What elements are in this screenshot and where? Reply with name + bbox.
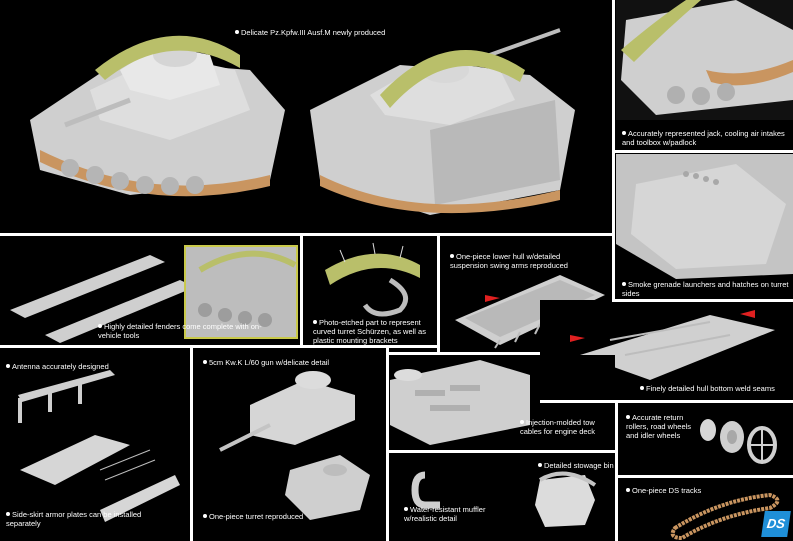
tracks-render <box>670 492 780 541</box>
fenders-render <box>10 245 298 343</box>
bullet-icon <box>622 282 626 286</box>
divider-rollers-left <box>615 403 618 541</box>
engine-deck-render <box>390 360 530 445</box>
bullet-icon <box>622 131 626 135</box>
divider-main-right <box>612 0 615 300</box>
lower-hull-render <box>455 275 605 349</box>
caption-fenders: Highly detailed fenders come complete wi… <box>98 322 268 340</box>
caption-photoetch: Photo-etched part to represent curved tu… <box>313 318 433 345</box>
caption-turret: One-piece turret reproduced <box>203 512 373 521</box>
caption-main-text: Delicate Pz.Kpfw.III Ausf.M newly produc… <box>241 28 386 37</box>
divider-turret-tow <box>386 348 389 541</box>
bullet-icon <box>6 512 10 516</box>
caption-turret-text: One-piece turret reproduced <box>209 512 304 521</box>
panel-antenna: Antenna accurately designed Side-skirt a… <box>0 350 190 541</box>
bullet-icon <box>450 254 454 258</box>
bullet-icon <box>203 514 207 518</box>
arrow-icon <box>570 335 585 342</box>
bullet-icon <box>313 320 317 324</box>
bullet-icon <box>626 415 630 419</box>
muffler-stowage-render <box>411 471 597 527</box>
caption-sideskirt-text: Side-skirt armor plates can be installed… <box>6 510 142 528</box>
caption-rollers-text: Accurate return rollers, road wheels and… <box>626 413 692 440</box>
caption-gun-text: 5cm Kw.K L/60 gun w/delicate detail <box>209 358 330 367</box>
arrow-icon <box>485 295 500 302</box>
ds-logo: DS <box>761 511 791 537</box>
bullet-icon <box>98 324 102 328</box>
tank-renders-main <box>30 28 575 215</box>
caption-sideskirt: Side-skirt armor plates can be installed… <box>6 510 176 528</box>
divider-weld-bottom <box>540 400 793 403</box>
bullet-icon <box>626 488 630 492</box>
caption-antenna: Antenna accurately designed <box>6 362 176 371</box>
bullet-icon <box>6 364 10 368</box>
tank-right-render <box>310 28 575 215</box>
caption-weld-text: Finely detailed hull bottom weld seams <box>646 384 775 393</box>
wheels-render <box>700 419 777 464</box>
panel-jack: Accurately represented jack, cooling air… <box>616 0 793 150</box>
caption-fenders-text: Highly detailed fenders come complete wi… <box>98 322 262 340</box>
caption-tracks-text: One-piece DS tracks <box>632 486 702 495</box>
bullet-icon <box>203 360 207 364</box>
bullet-icon <box>520 420 524 424</box>
caption-muffler-text: Water-resistant muffler w/realistic deta… <box>404 505 486 523</box>
divider-rollers-tracks <box>618 475 793 478</box>
divider-main-bottom <box>0 233 612 236</box>
divider-antenna-turret <box>190 348 193 541</box>
panel-photoetch: Photo-etched part to represent curved tu… <box>305 240 435 345</box>
divider-fender-photoetch <box>300 236 303 346</box>
panel-muffler: Detailed stowage bin Water-resistant muf… <box>390 455 615 541</box>
divider-tow-top <box>389 352 540 355</box>
caption-photoetch-text: Photo-etched part to represent curved tu… <box>313 318 426 345</box>
side-skirt-render <box>18 370 180 522</box>
divider-weld-top <box>612 299 793 302</box>
turret-side-render <box>616 154 793 279</box>
caption-antenna-text: Antenna accurately designed <box>12 362 109 371</box>
tank-left-render <box>30 35 285 197</box>
caption-muffler: Water-resistant muffler w/realistic deta… <box>404 505 514 523</box>
caption-main: Delicate Pz.Kpfw.III Ausf.M newly produc… <box>235 28 495 37</box>
panel-turret: 5cm Kw.K L/60 gun w/delicate detail One-… <box>195 350 385 541</box>
panel-tow: Injection-molded tow cables for engine d… <box>390 355 615 450</box>
caption-smoke-text: Smoke grenade launchers and hatches on t… <box>622 280 789 298</box>
divider-row2-bottom <box>0 345 440 348</box>
caption-rollers: Accurate return rollers, road wheels and… <box>626 413 701 440</box>
arrow-icon <box>740 310 755 318</box>
caption-tracks: One-piece DS tracks <box>626 486 746 495</box>
panel-tracks: One-piece DS tracks DS <box>620 480 793 541</box>
panel-smoke: Smoke grenade launchers and hatches on t… <box>616 154 793 299</box>
caption-tow: Injection-molded tow cables for engine d… <box>520 418 615 436</box>
hull-bottom-render <box>570 310 775 380</box>
turret-render <box>219 371 370 520</box>
divider-photoetch-hull <box>437 236 440 354</box>
bullet-icon <box>538 463 542 467</box>
caption-weld: Finely detailed hull bottom weld seams <box>640 384 790 393</box>
bullet-icon <box>640 386 644 390</box>
jack-render <box>616 0 793 120</box>
caption-stowage: Detailed stowage bin <box>538 461 615 470</box>
caption-jack: Accurately represented jack, cooling air… <box>622 129 790 147</box>
divider-right-mid <box>615 150 793 153</box>
caption-stowage-text: Detailed stowage bin <box>544 461 614 470</box>
bullet-icon <box>235 30 239 34</box>
caption-lowerhull: One-piece lower hull w/detailed suspensi… <box>450 252 600 270</box>
caption-lowerhull-text: One-piece lower hull w/detailed suspensi… <box>450 252 568 270</box>
caption-jack-text: Accurately represented jack, cooling air… <box>622 129 785 147</box>
caption-smoke: Smoke grenade launchers and hatches on t… <box>622 280 790 298</box>
schurzen-render <box>325 242 420 317</box>
divider-tow-muffler <box>389 450 615 453</box>
caption-gun: 5cm Kw.K L/60 gun w/delicate detail <box>203 358 353 367</box>
panel-main: Delicate Pz.Kpfw.III Ausf.M newly produc… <box>0 0 612 230</box>
panel-rollers: Accurate return rollers, road wheels and… <box>620 405 793 475</box>
panel-fenders: Highly detailed fenders come complete wi… <box>0 240 300 345</box>
bullet-icon <box>404 507 408 511</box>
caption-tow-text: Injection-molded tow cables for engine d… <box>520 418 596 436</box>
